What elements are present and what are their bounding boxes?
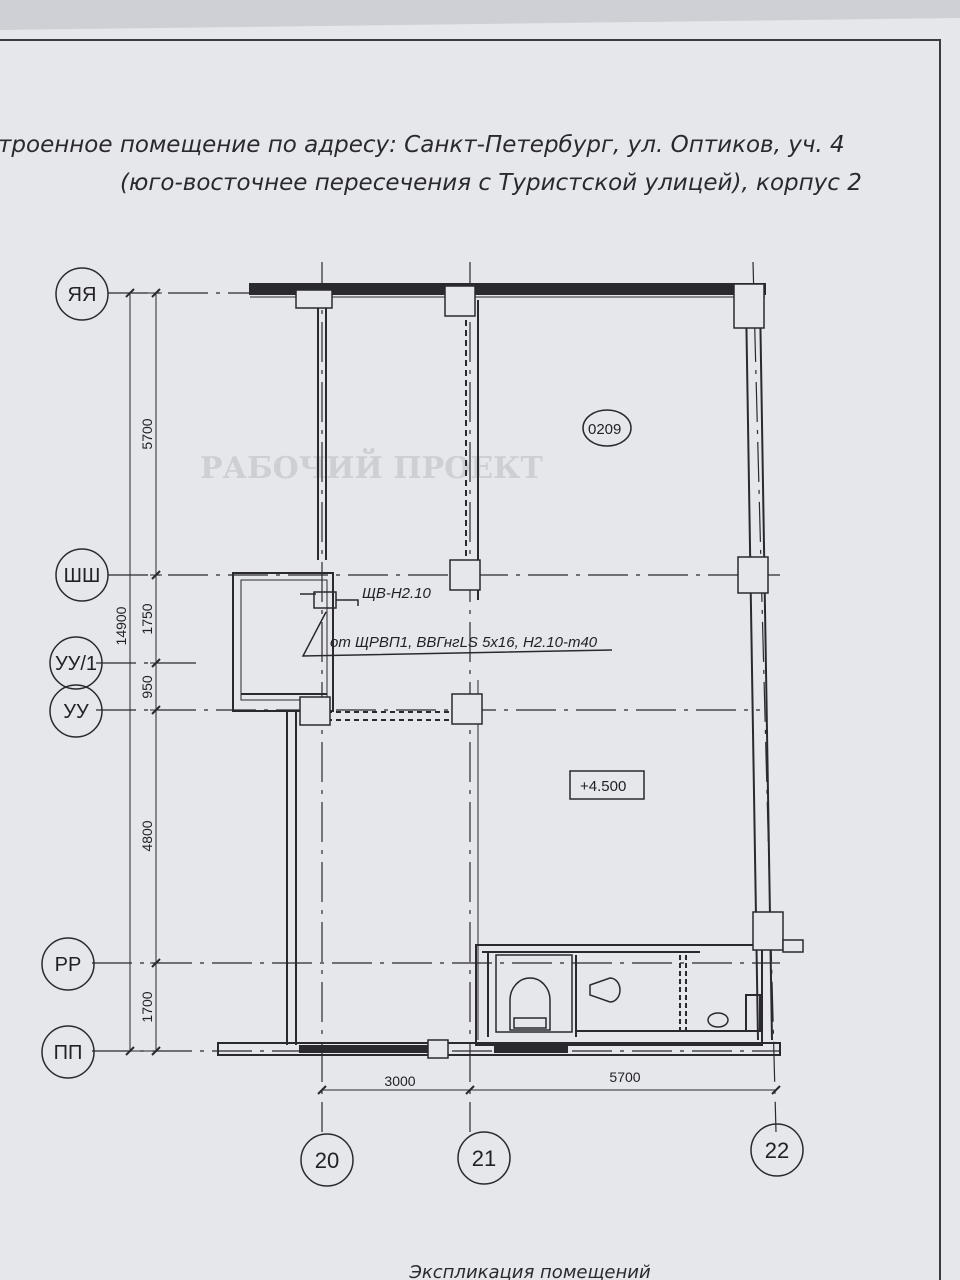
axis-bubble-22 [750,1123,804,1177]
dim-4800: 4800 [139,820,155,851]
axis-line-22 [752,261,777,1133]
header-line-2: (юго-восточнее пересечения с Туристской … [120,170,862,196]
axis-bubbles [41,267,804,1187]
room-elevation: +4.500 [580,778,626,795]
axis-label-RR: РР [55,954,82,976]
cable-label: от ЩРВП1, ВВГнгLS 5х16, Н2.10-т40 [330,634,598,651]
watermark-text: РАБОЧИЙ ПРОЕКТ [200,448,543,486]
header-line-1: троенное помещение по адресу: Санкт-Пете… [0,132,845,158]
column-22-ShSh [737,556,769,594]
horizontal-dimension-chain [317,1085,781,1095]
bathroom-block [475,944,763,1046]
dim-total: 14900 [113,606,129,645]
axis-label-UU1: УУ/1 [55,653,97,675]
column-21-YaYa [444,285,476,317]
axis-label-YaYa: ЯЯ [68,284,97,306]
column-20-UU [299,696,331,726]
axis-bubble-21 [457,1131,511,1185]
axis-label-22: 22 [765,1138,789,1163]
dim-1700: 1700 [139,991,155,1022]
dim-3000: 3000 [384,1073,415,1089]
panel-label: ЩВ-Н2.10 [362,585,432,602]
axis-label-20: 20 [315,1148,339,1173]
columns [295,283,804,1059]
plan-drawing [41,261,804,1187]
column-21-UU [451,693,483,725]
axis-label-UU: УУ [63,701,89,723]
axis-label-ShSh: ШШ [64,565,101,587]
wall-bottom [217,1042,781,1056]
footer-title: Экспликация помещений [408,1262,651,1280]
sink-icon [707,1012,729,1028]
wall-left-block [232,572,334,712]
axis-bubble-PP [41,1025,95,1079]
axis-bubble-YaYa [55,267,109,321]
dim-5700-horizontal: 5700 [609,1069,640,1085]
axis-bubble-UU [49,684,103,738]
urinal-icon [589,977,621,1003]
electrical-panel [300,591,613,657]
room-number-tag [582,409,632,447]
dim-950: 950 [139,675,155,699]
column-21-ShSh [449,559,481,591]
axis-label-21: 21 [472,1146,496,1171]
axis-label-PP: ПП [54,1042,83,1064]
sanitary-fixtures [509,977,729,1031]
drawing-frame [0,39,941,1280]
column-21-PP [427,1039,449,1059]
wall-top [249,283,766,295]
column-22-RR [752,911,784,951]
room-number: 0209 [588,421,621,438]
dim-5700: 5700 [139,418,155,449]
axis-bubble-RR [41,937,95,991]
vertical-dimension-chain [124,288,162,1056]
cable-leader [301,611,613,657]
axis-bubble-ShSh [55,548,109,602]
axis-bubble-UU1 [49,636,103,690]
toilet-icon [509,977,551,1031]
elevation-tag [569,770,645,800]
axis-bubble-20 [300,1133,354,1187]
column-20-YaYa [295,289,333,309]
dim-1750: 1750 [139,603,155,634]
column-22-YaYa [733,283,765,329]
paper-shadow [0,0,960,30]
